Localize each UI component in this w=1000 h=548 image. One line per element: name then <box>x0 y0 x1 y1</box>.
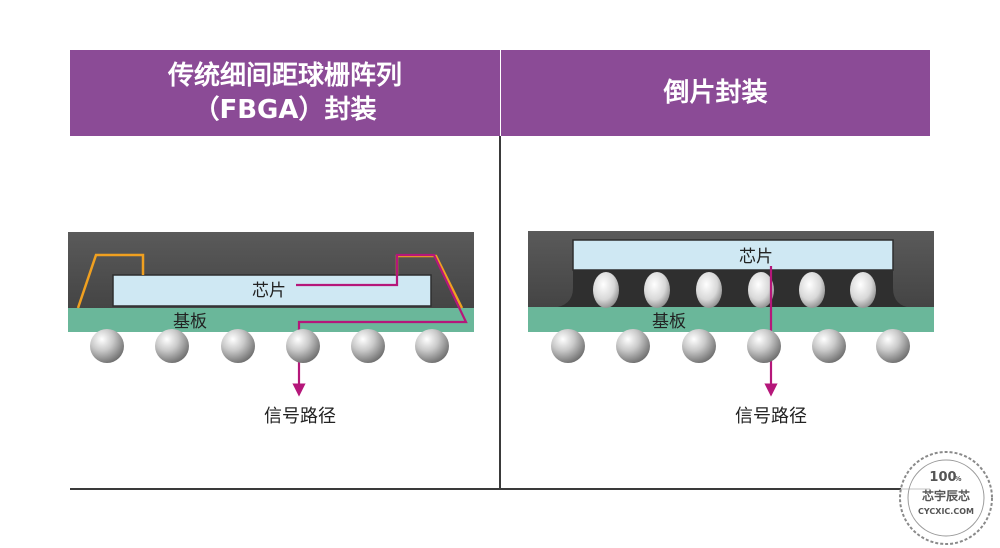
fbga-solder-ball <box>286 329 320 363</box>
flipchip-substrate <box>528 307 934 332</box>
fbga-title-line2: （FBGA）封装 <box>193 95 377 125</box>
watermark-site: CYCXIC.COM <box>918 507 974 516</box>
header-divider <box>500 50 501 136</box>
flipchip-chip <box>572 239 894 271</box>
flipchip-solder-ball <box>747 329 781 363</box>
flipchip-header: 倒片封装 <box>501 50 930 136</box>
flipchip-bump <box>799 272 825 308</box>
flipchip-title: 倒片封装 <box>663 78 768 108</box>
fbga-bond-wire-left <box>76 253 145 309</box>
watermark-percent-sign: % <box>954 475 961 483</box>
fbga-signal-path <box>292 253 468 397</box>
flipchip-solder-ball <box>616 329 650 363</box>
watermark-name: 芯宇辰芯 <box>922 488 970 503</box>
flipchip-chip-label: 芯片 <box>739 247 773 267</box>
fbga-title-line1: 传统细间距球栅阵列 <box>167 61 402 91</box>
fbga-solder-ball <box>90 329 124 363</box>
watermark-stamp: 100 % 芯宇辰芯 CYCXIC.COM <box>899 451 993 545</box>
flipchip-solder-ball <box>551 329 585 363</box>
fbga-solder-ball <box>155 329 189 363</box>
fbga-header: 传统细间距球栅阵列 （FBGA）封装 <box>70 50 500 136</box>
flipchip-bump <box>850 272 876 308</box>
flipchip-solder-ball <box>812 329 846 363</box>
fbga-substrate <box>68 308 474 332</box>
fbga-solder-ball <box>415 329 449 363</box>
fbga-diagram: 芯片 基板 信号路径 <box>68 232 474 427</box>
flipchip-signal-path-label: 信号路径 <box>735 406 807 427</box>
flipchip-solder-ball <box>682 329 716 363</box>
flipchip-bump <box>748 272 774 308</box>
flipchip-substrate-label: 基板 <box>652 312 686 332</box>
column-divider <box>499 136 501 489</box>
fbga-solder-ball <box>351 329 385 363</box>
fbga-signal-path-label: 信号路径 <box>264 406 336 427</box>
fbga-substrate-label: 基板 <box>173 312 207 332</box>
flipchip-solder-ball <box>876 329 910 363</box>
flipchip-diagram: 芯片 基板 信号路径 <box>528 231 934 427</box>
flipchip-bump <box>644 272 670 308</box>
fbga-solder-ball <box>221 329 255 363</box>
fbga-chip <box>112 274 432 307</box>
flipchip-bump <box>593 272 619 308</box>
watermark-percent: 100 <box>929 470 956 485</box>
bottom-rule <box>70 488 930 490</box>
flipchip-bump <box>696 272 722 308</box>
fbga-chip-label: 芯片 <box>252 281 286 301</box>
